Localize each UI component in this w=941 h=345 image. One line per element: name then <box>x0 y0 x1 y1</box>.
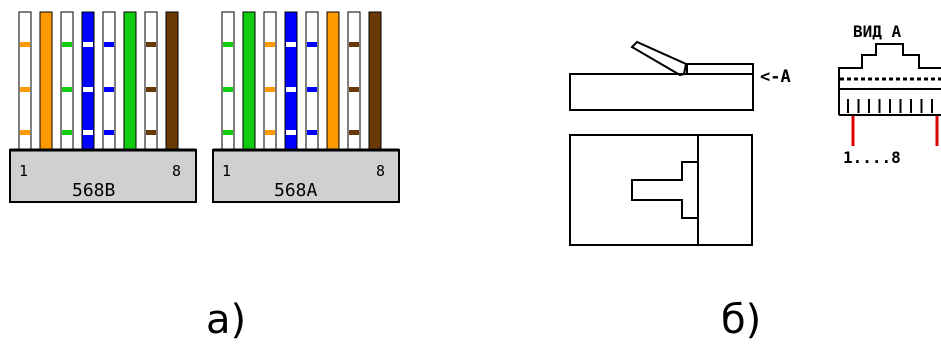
connector-568a-wire-6-orange <box>326 11 340 151</box>
connector-568a-wire-7-stripe <box>349 130 359 135</box>
connector-568a: 1 8 568A <box>212 11 400 203</box>
connector-568b-wire-4-blue <box>81 11 95 151</box>
connector-568b-wire-4-stripe <box>83 130 93 135</box>
plug-side-latch-base <box>570 63 754 75</box>
plug-top-latch <box>631 161 698 219</box>
connector-568a-wire-7-white-brown <box>347 11 361 151</box>
connector-568b-wire-3-stripe <box>62 87 72 92</box>
pin-range-label: 1....8 <box>843 148 901 167</box>
view-a-title: ВИД А <box>853 22 902 41</box>
connector-568b-wire-1-stripe <box>20 130 30 135</box>
connector-568a-wire-3-white-orange <box>263 11 277 151</box>
caption-a: а) <box>206 297 246 343</box>
connector-568a-wire-5-white-blue <box>305 11 319 151</box>
caption-b: б) <box>721 297 761 343</box>
connector-568a-wire-7-stripe <box>349 42 359 47</box>
connector-568a-wire-5-stripe <box>307 87 317 92</box>
connector-568a-wire-5-stripe <box>307 42 317 47</box>
connector-568a-pin-first: 1 <box>222 162 231 180</box>
connector-568b-wire-2-orange <box>39 11 53 151</box>
view-arrow-label: <-A <box>760 67 791 87</box>
connector-568b-body <box>9 149 197 203</box>
connector-568a-body <box>212 149 400 203</box>
connector-568b-wire-4-stripe <box>83 42 93 47</box>
connector-568a-wire-1-stripe <box>223 42 233 47</box>
connector-568a-wire-3-stripe <box>265 130 275 135</box>
connector-568b-wire-7-stripe <box>146 130 156 135</box>
connector-568a-wire-1-white-green <box>221 11 235 151</box>
connector-568a-pin-last: 8 <box>376 162 385 180</box>
connector-568b-wire-5-stripe <box>104 130 114 135</box>
connector-568a-wire-3-stripe <box>265 42 275 47</box>
plug-latch-tab <box>630 40 688 77</box>
connector-568a-wire-4-stripe <box>286 87 296 92</box>
connector-568b-wire-1-stripe <box>20 42 30 47</box>
connector-568b-wires <box>18 11 179 151</box>
plug-side-body <box>569 73 754 111</box>
connector-568a-wire-5-stripe <box>307 130 317 135</box>
connector-568b-wire-3-stripe <box>62 130 72 135</box>
connector-568a-wire-4-stripe <box>286 42 296 47</box>
plug-side-view <box>569 40 754 111</box>
plug-top-view <box>569 134 753 246</box>
connector-568b-wire-1-stripe <box>20 87 30 92</box>
connector-568b-wire-4-stripe <box>83 87 93 92</box>
connector-568a-wire-3-stripe <box>265 87 275 92</box>
plug-front-outline <box>838 43 941 115</box>
connector-568b-wire-3-stripe <box>62 42 72 47</box>
connector-568b-wire-5-stripe <box>104 87 114 92</box>
connector-568b-wire-8-brown <box>165 11 179 151</box>
connector-568a-wire-8-brown <box>368 11 382 151</box>
connector-568b-pin-first: 1 <box>19 162 28 180</box>
plug-front-contacts <box>847 99 933 113</box>
connector-568b-wire-7-stripe <box>146 87 156 92</box>
connector-568b: 1 8 568B <box>9 11 197 203</box>
plug-top-body <box>569 134 753 246</box>
connector-568a-wire-1-stripe <box>223 87 233 92</box>
connector-568b-pin-last: 8 <box>172 162 181 180</box>
connector-568b-standard-label: 568B <box>72 180 115 201</box>
connector-568a-wire-1-stripe <box>223 130 233 135</box>
connector-568b-wire-7-white-brown <box>144 11 158 151</box>
connector-568b-wire-5-stripe <box>104 42 114 47</box>
connector-568b-wire-3-white-green <box>60 11 74 151</box>
connector-568a-standard-label: 568A <box>274 180 318 201</box>
plug-front-view <box>838 43 941 116</box>
connector-568a-wires <box>221 11 382 151</box>
connector-568a-wire-4-blue <box>284 11 298 151</box>
connector-568b-wire-1-white-orange <box>18 11 32 151</box>
connector-568b-wire-6-green <box>123 11 137 151</box>
connector-568b-wire-7-stripe <box>146 42 156 47</box>
connector-568a-wire-4-stripe <box>286 130 296 135</box>
connector-568b-wire-5-white-blue <box>102 11 116 151</box>
connector-568a-wire-2-green <box>242 11 256 151</box>
connector-568a-wire-7-stripe <box>349 87 359 92</box>
